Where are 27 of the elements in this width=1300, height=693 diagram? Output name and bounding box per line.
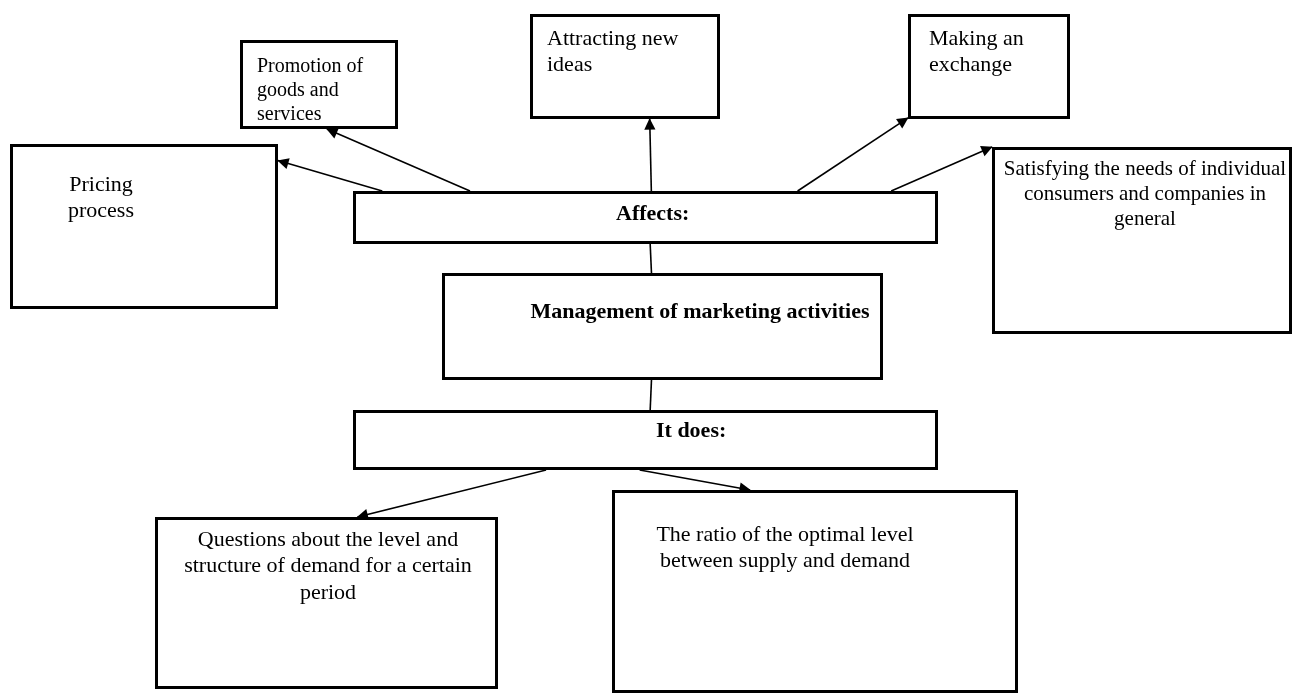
- box-label: Management of marketing activities: [529, 298, 871, 325]
- connector-line: [649, 379, 653, 411]
- box-label: Affects:: [616, 200, 691, 227]
- concept-box: [442, 273, 883, 380]
- box-label: It does:: [656, 417, 728, 444]
- arrow: [644, 118, 656, 192]
- concept-box: [155, 517, 498, 689]
- concept-box: [908, 14, 1070, 119]
- concept-box: [530, 14, 720, 119]
- box-label: Questions about the level and structure of demand for a certain period: [183, 526, 473, 606]
- arrow: [277, 158, 384, 192]
- box-label: Promotion of goods and services: [257, 53, 365, 125]
- arrow: [796, 117, 909, 192]
- box-label: Pricing process: [67, 171, 135, 224]
- concept-box: [353, 191, 938, 244]
- arrow: [326, 128, 471, 192]
- concept-box: [612, 490, 1018, 693]
- arrow: [890, 146, 993, 192]
- box-label: The ratio of the optimal level between supply and demand: [655, 521, 915, 574]
- box-label: Making an exchange: [929, 25, 1025, 78]
- box-label: Satisfying the needs of individual consumers and companies in general: [1003, 156, 1287, 232]
- box-label: Attracting new ideas: [547, 25, 680, 78]
- concept-box: [353, 410, 938, 470]
- concept-box: [240, 40, 398, 129]
- connector-line: [649, 243, 653, 274]
- concept-box: [992, 147, 1292, 334]
- concept-box: [10, 144, 278, 309]
